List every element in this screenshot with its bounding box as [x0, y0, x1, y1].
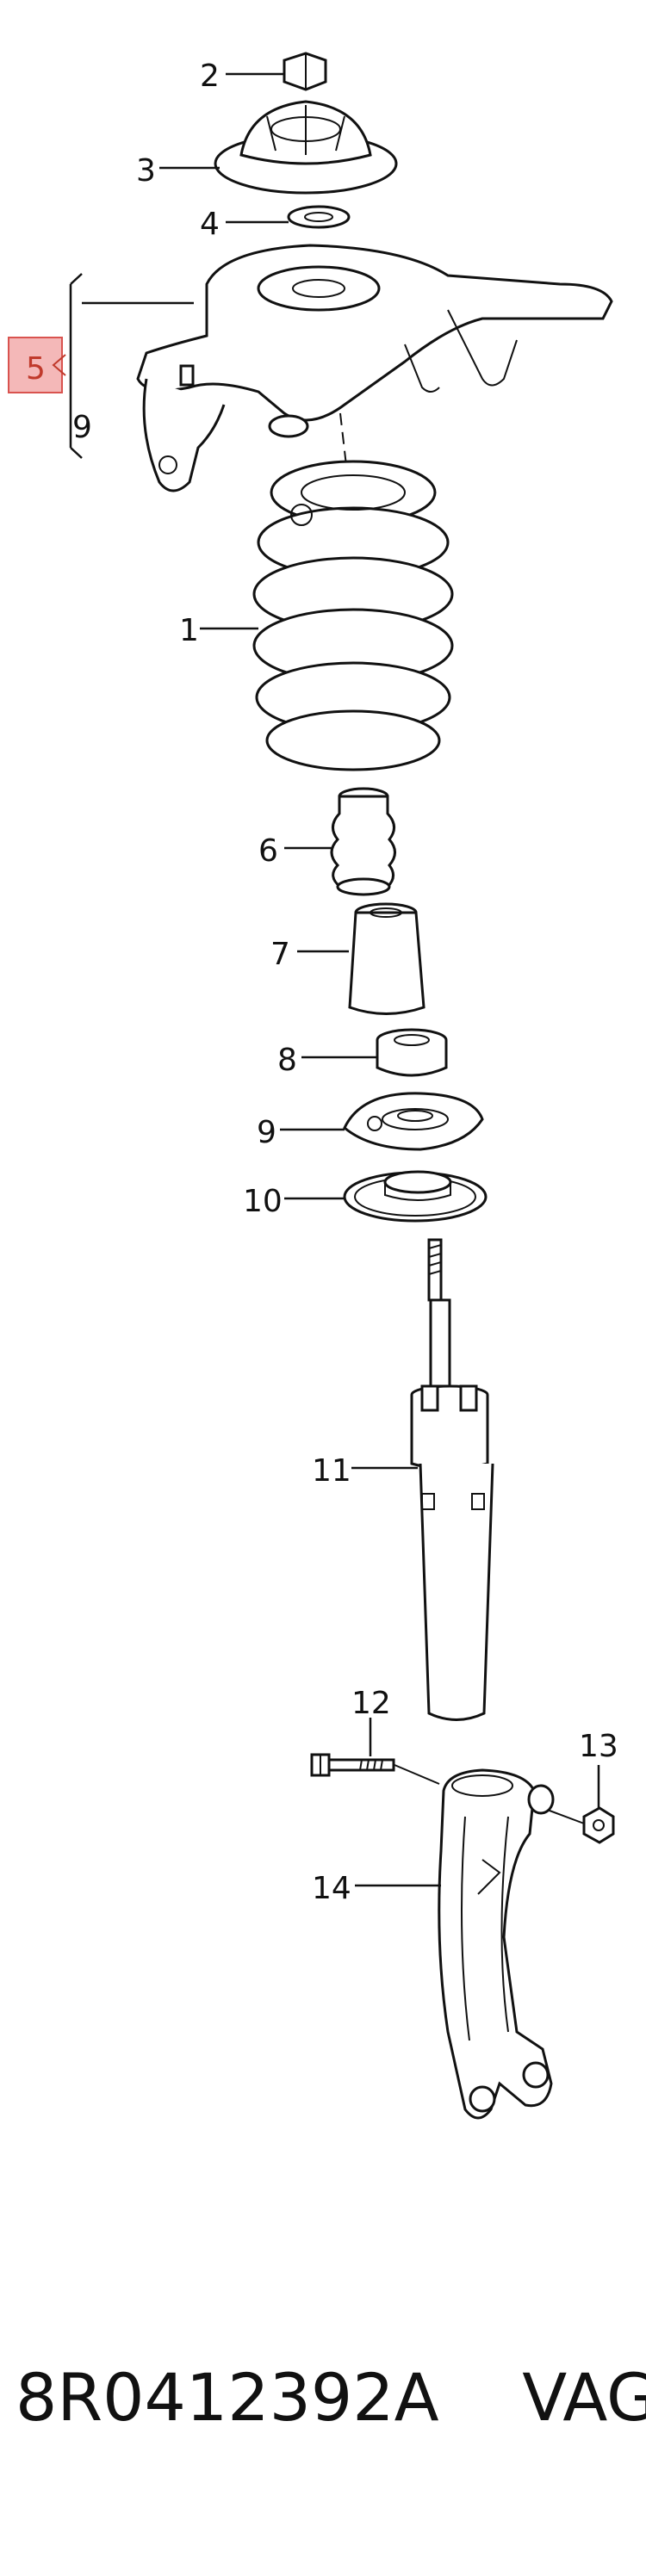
callout-9-top: 9 [72, 410, 92, 445]
callout-5-highlight [8, 337, 63, 393]
callout-7: 7 [270, 937, 290, 972]
part-1-coil-spring [252, 460, 454, 771]
part-14-strut-fork [438, 1768, 555, 2120]
callout-9: 9 [257, 1115, 276, 1150]
callout-1: 1 [179, 613, 199, 648]
part-2-nut [283, 52, 327, 91]
callout-4: 4 [200, 207, 220, 242]
part-3-top-mount [214, 100, 398, 195]
part-13-nut [582, 1806, 615, 1844]
callout-11: 11 [312, 1453, 351, 1489]
part-7-dust-boot [348, 902, 425, 1015]
part-8-bearing [376, 1028, 448, 1077]
part-4-washer [287, 205, 351, 229]
footer-part-label: 8R0412392A VAG [16, 2359, 646, 2436]
brand-name: VAG [522, 2359, 646, 2436]
part-12-bolt [310, 1753, 395, 1777]
callout-6: 6 [258, 833, 278, 869]
callout-5: 5 [26, 351, 46, 387]
callout-13: 13 [579, 1729, 618, 1764]
part-10-gasket [343, 1170, 488, 1223]
part-6-bump-stop [330, 787, 396, 896]
callout-14: 14 [312, 1871, 351, 1906]
part-11-shock-absorber [410, 1238, 494, 1721]
callout-8: 8 [277, 1043, 297, 1078]
callout-10: 10 [243, 1184, 283, 1219]
callout-12: 12 [351, 1686, 391, 1721]
part-number: 8R0412392A [16, 2359, 439, 2436]
callout-3: 3 [136, 153, 156, 189]
callout-2: 2 [200, 59, 220, 94]
part-5-strut-housing [136, 244, 613, 492]
part-9-spring-seat [343, 1092, 484, 1151]
